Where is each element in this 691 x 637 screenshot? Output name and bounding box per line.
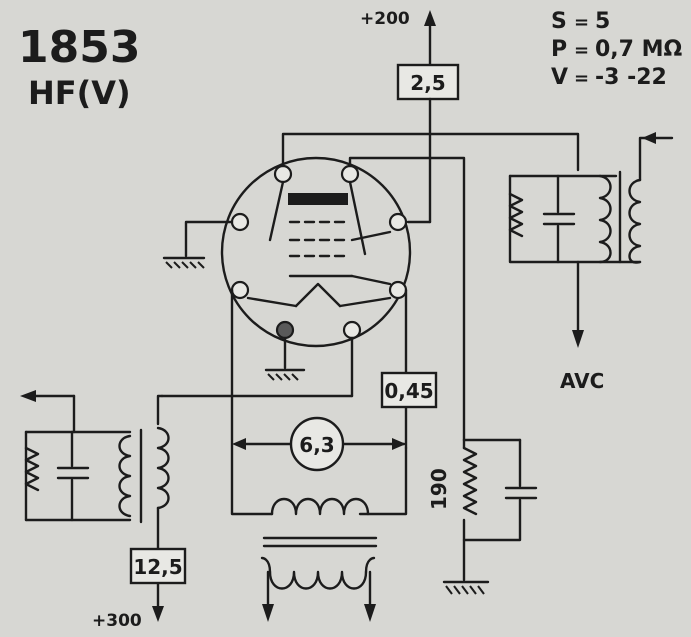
supply-200-label: +200: [360, 9, 410, 29]
heater-wiring: [230, 288, 406, 516]
input-resistor-icon: [24, 446, 40, 492]
pin-3-icon: [230, 212, 250, 232]
screen-grid-wiring: [358, 288, 408, 516]
input-tank-circuit: [20, 390, 170, 622]
supply-300-label: +300: [92, 611, 142, 631]
pin-8-icon: [342, 320, 362, 340]
heater-filament-icon: [294, 282, 342, 308]
avc-tank-circuit: [508, 132, 674, 348]
filament-lead-left: [246, 296, 298, 308]
grid-resistor-box: [129, 547, 187, 585]
spec-p-key: P: [551, 37, 567, 62]
internal-lead-2: [348, 180, 367, 256]
tank-resistor-icon: [508, 192, 524, 238]
grid-resistor-value: 12,5: [133, 555, 182, 579]
internal-lead-3: [350, 230, 392, 242]
cathode-resistor-icon: [462, 446, 478, 516]
tank-coil-secondary-icon: [628, 178, 642, 264]
cathode-bias-network: [160, 336, 538, 595]
internal-lead-4: [350, 274, 392, 286]
anode-resistor-value: 2,5: [410, 71, 445, 95]
screen-resistor-box: [380, 371, 438, 409]
pin-2-icon: [340, 164, 360, 184]
tube-function-label: HF(V): [28, 74, 131, 112]
supply-200-arrow: [424, 10, 436, 66]
filament-lead-right: [338, 296, 392, 308]
spec-p-value: 0,7 MΩ: [595, 37, 683, 62]
tube-pins: [230, 164, 408, 340]
input-coil-secondary-icon: [156, 426, 170, 510]
spec-s-key: S: [551, 9, 567, 34]
heater-voltage-badge: [289, 416, 345, 472]
spec-v-op: =: [574, 68, 589, 89]
pin-4-icon: [388, 212, 408, 232]
anode-resistor-box: [396, 63, 460, 101]
ground-cathode-icon: [264, 336, 306, 381]
avc-label: AVC: [560, 369, 604, 393]
pin-5-icon: [230, 280, 250, 300]
spec-s-value: 5: [595, 9, 610, 34]
spec-v-value: -3 -22: [595, 65, 667, 90]
pin-6-icon: [388, 280, 408, 300]
heater-voltage-value: 6,3: [299, 433, 334, 457]
spec-s-op: =: [574, 12, 589, 33]
heater-transformer-icon: [260, 497, 378, 622]
ground-left-icon: [162, 220, 234, 269]
internal-lead-1: [268, 180, 285, 242]
tank-coil-primary-icon: [598, 174, 612, 264]
spec-p-op: =: [574, 40, 589, 61]
grid-lines-icon: [288, 220, 352, 258]
cathode-resistor-value: 190: [427, 468, 451, 510]
tube-electrodes: [246, 180, 392, 308]
input-coil-primary-icon: [118, 434, 132, 518]
wiring-top: [281, 132, 580, 442]
spec-v-key: V: [551, 65, 568, 90]
tube-code-label: 1853: [18, 22, 140, 73]
spec-list: S = 5 P = 0,7 MΩ V = -3 -22: [551, 9, 683, 90]
pin-7-key-icon: [275, 320, 295, 340]
anode-plate-icon: [288, 193, 348, 205]
avc-arrow-icon: [572, 330, 584, 348]
screen-resistor-value: 0,45: [384, 379, 433, 403]
tube-envelope: [220, 156, 412, 348]
pin-1-icon: [273, 164, 293, 184]
